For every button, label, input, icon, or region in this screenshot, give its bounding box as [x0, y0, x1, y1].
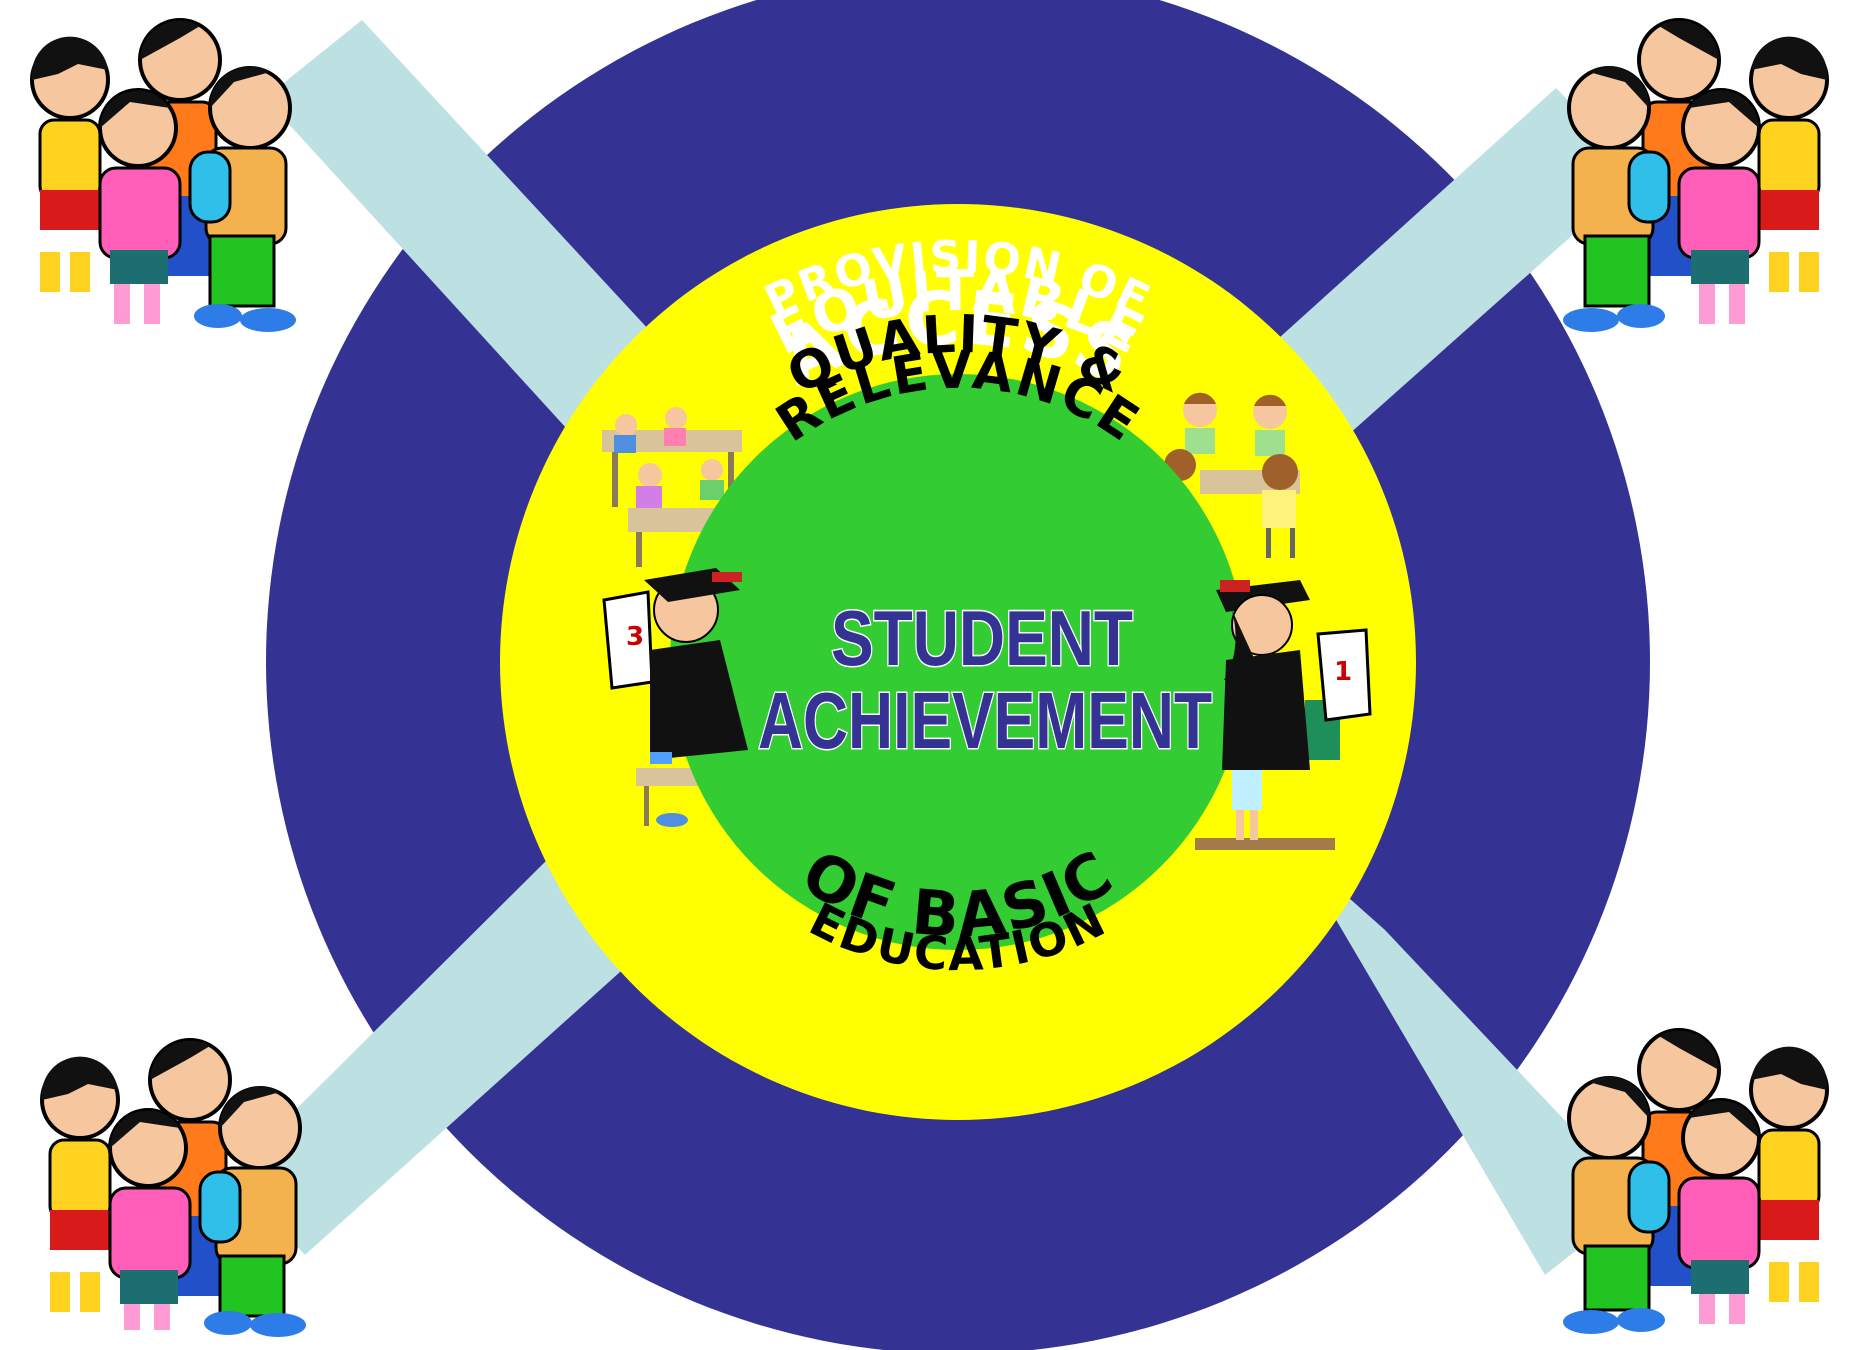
band-top-left	[265, 20, 688, 452]
diagonal-bands	[230, 20, 1640, 1275]
band-bottom-right	[1295, 850, 1640, 1275]
svg-text:3: 3	[626, 622, 644, 652]
children-group-icon-top-right	[1563, 18, 1829, 332]
children-group-icon-bottom-left	[40, 1038, 306, 1337]
core-line1: STUDENT	[831, 595, 1133, 682]
band-bottom-left	[230, 845, 650, 1255]
graduate-icon-right: 1	[1216, 580, 1372, 770]
svg-text:1: 1	[1334, 657, 1352, 687]
graduate-icon-left: 3	[602, 568, 748, 764]
children-group-icon-bottom-right	[1563, 1028, 1829, 1334]
core-line2: ACHIEVEMENT	[758, 677, 1212, 766]
band-top-right	[1238, 88, 1640, 460]
core-circle	[670, 374, 1246, 950]
children-group-icon-top-left	[30, 18, 296, 332]
